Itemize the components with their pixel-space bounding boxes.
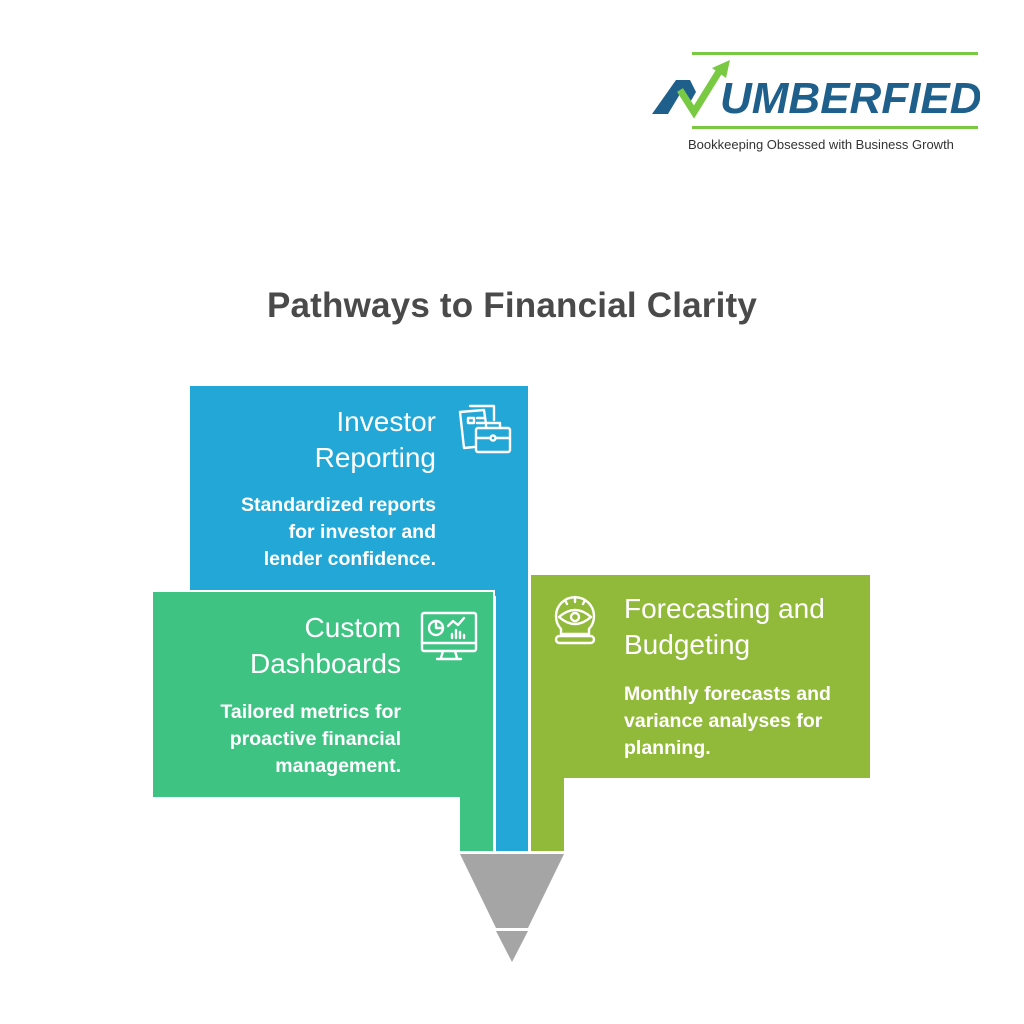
page-title: Pathways to Financial Clarity — [266, 286, 758, 325]
documents-briefcase-icon — [458, 404, 512, 454]
dashboard-monitor-icon — [420, 611, 478, 661]
investor-reporting-stem — [496, 590, 528, 851]
crystal-ball-eye-icon — [554, 595, 596, 645]
pathway-forecasting-budgeting: Forecasting and Budgeting Monthly foreca… — [531, 575, 870, 778]
brand-logo: UMBERFIED Bookkeeping Obsessed with Busi… — [650, 52, 980, 152]
pathway-investor-reporting: Investor Reporting Standardized reports … — [190, 386, 528, 596]
logo-bottom-rule — [692, 126, 978, 129]
pathway-description: Tailored metrics for proactive financial… — [220, 701, 401, 777]
funnel-tip — [460, 854, 564, 962]
funnel-lower-tip — [496, 931, 528, 962]
pathway-heading: Custom Dashboards — [250, 612, 401, 679]
custom-dashboards-stem — [460, 796, 493, 851]
pathway-heading: Forecasting and Budgeting — [624, 593, 825, 660]
funnel-upper-segment — [460, 854, 564, 928]
svg-text:UMBERFIED: UMBERFIED — [720, 74, 980, 122]
pathway-description: Monthly forecasts and variance analyses … — [624, 683, 831, 759]
pathway-heading: Investor Reporting — [314, 406, 436, 473]
pathway-custom-dashboards: Custom Dashboards Tailored metrics for p… — [153, 592, 493, 797]
logo-top-rule — [692, 52, 978, 55]
pathway-description: Standardized reports for investor and le… — [240, 494, 436, 570]
logo-wordmark: UMBERFIED — [652, 60, 980, 122]
brand-tagline: Bookkeeping Obsessed with Business Growt… — [688, 137, 954, 152]
forecasting-budgeting-stem — [531, 777, 564, 851]
